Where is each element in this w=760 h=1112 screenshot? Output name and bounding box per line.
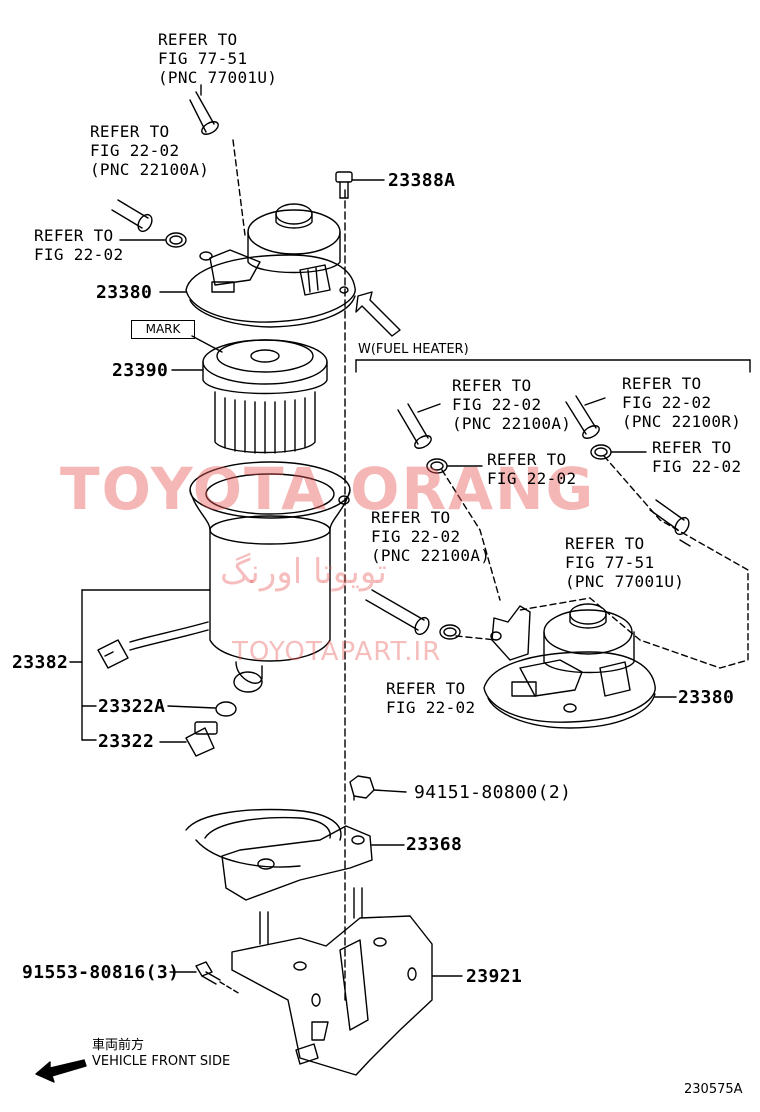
part-23322A: 23322A: [98, 696, 166, 717]
fuel-heater-arrow-icon: [355, 291, 401, 337]
ref-22-02-d: REFER TO FIG 22-02 (PNC 22100R): [622, 374, 742, 431]
clamp-right-b-icon: [590, 444, 647, 460]
o-ring-icon: [215, 701, 237, 717]
filter-head-right-icon: [483, 603, 677, 729]
vehicle-front-en: VEHICLE FRONT SIDE: [92, 1054, 231, 1069]
part-23390: 23390: [112, 360, 169, 381]
part-23380-right: 23380: [678, 687, 735, 708]
bracket-23921-icon: [231, 887, 463, 1076]
bolt-91553-icon: [169, 961, 241, 995]
part-91553: 91553-80816(3): [22, 962, 180, 983]
water-sensor-icon: [159, 721, 218, 757]
ref-22-02-h: REFER TO FIG 22-02: [386, 679, 476, 717]
ref-77-51-top: REFER TO FIG 77-51 (PNC 77001U): [158, 30, 278, 87]
watermark-brand: TOYOTA ORANG: [60, 455, 596, 523]
clamp-right-a-icon: [426, 458, 483, 474]
figure-id: 230575A: [684, 1082, 743, 1097]
part-23322: 23322: [98, 731, 155, 752]
ref-22-02-e: REFER TO FIG 22-02: [487, 450, 577, 488]
part-23368: 23368: [406, 834, 463, 855]
mark-label: MARK: [131, 320, 195, 339]
ref-22-02-f: REFER TO FIG 22-02: [652, 438, 742, 476]
bolt-23388A-icon: [335, 171, 385, 199]
ref-22-02-g: REFER TO FIG 22-02 (PNC 22100A): [371, 508, 491, 565]
hose-right-a-icon: [397, 403, 441, 449]
hose-top-icon: [189, 91, 246, 236]
vehicle-front-arrow-icon: [35, 1059, 87, 1083]
fuel-heater-label: W(FUEL HEATER): [358, 342, 469, 357]
ref-22-02-a: REFER TO FIG 22-02 (PNC 22100A): [90, 122, 210, 179]
watermark-persian: تویوتا اورنگ: [220, 552, 387, 592]
hose-clamp-icon: [119, 232, 187, 248]
ref-22-02-b: REFER TO FIG 22-02: [34, 226, 124, 264]
ref-77-51-right: REFER TO FIG 77-51 (PNC 77001U): [565, 534, 685, 591]
part-23388A: 23388A: [388, 170, 456, 191]
part-23382: 23382: [12, 652, 69, 673]
part-23380-left: 23380: [96, 282, 153, 303]
clamp-right-c-icon: [439, 624, 461, 640]
filter-element-icon: [171, 335, 328, 454]
part-23921: 23921: [466, 966, 523, 987]
hose-right-77-icon: [649, 499, 691, 547]
nut-94151-icon: [349, 775, 407, 801]
hose-right-c-icon: [365, 589, 430, 636]
ref-22-02-c: REFER TO FIG 22-02 (PNC 22100A): [452, 376, 572, 433]
filter-head-left-icon: [159, 203, 356, 328]
part-94151: 94151-80800(2): [414, 782, 572, 803]
vehicle-front-jp: 車両前方: [92, 1038, 145, 1053]
filter-bowl-icon: [97, 461, 351, 693]
bracket-23368-icon: [185, 808, 405, 901]
watermark-site: TOYOTAPART.IR: [232, 637, 442, 667]
hose-right-b-icon: [565, 395, 606, 439]
hose-left-icon: [111, 199, 153, 233]
